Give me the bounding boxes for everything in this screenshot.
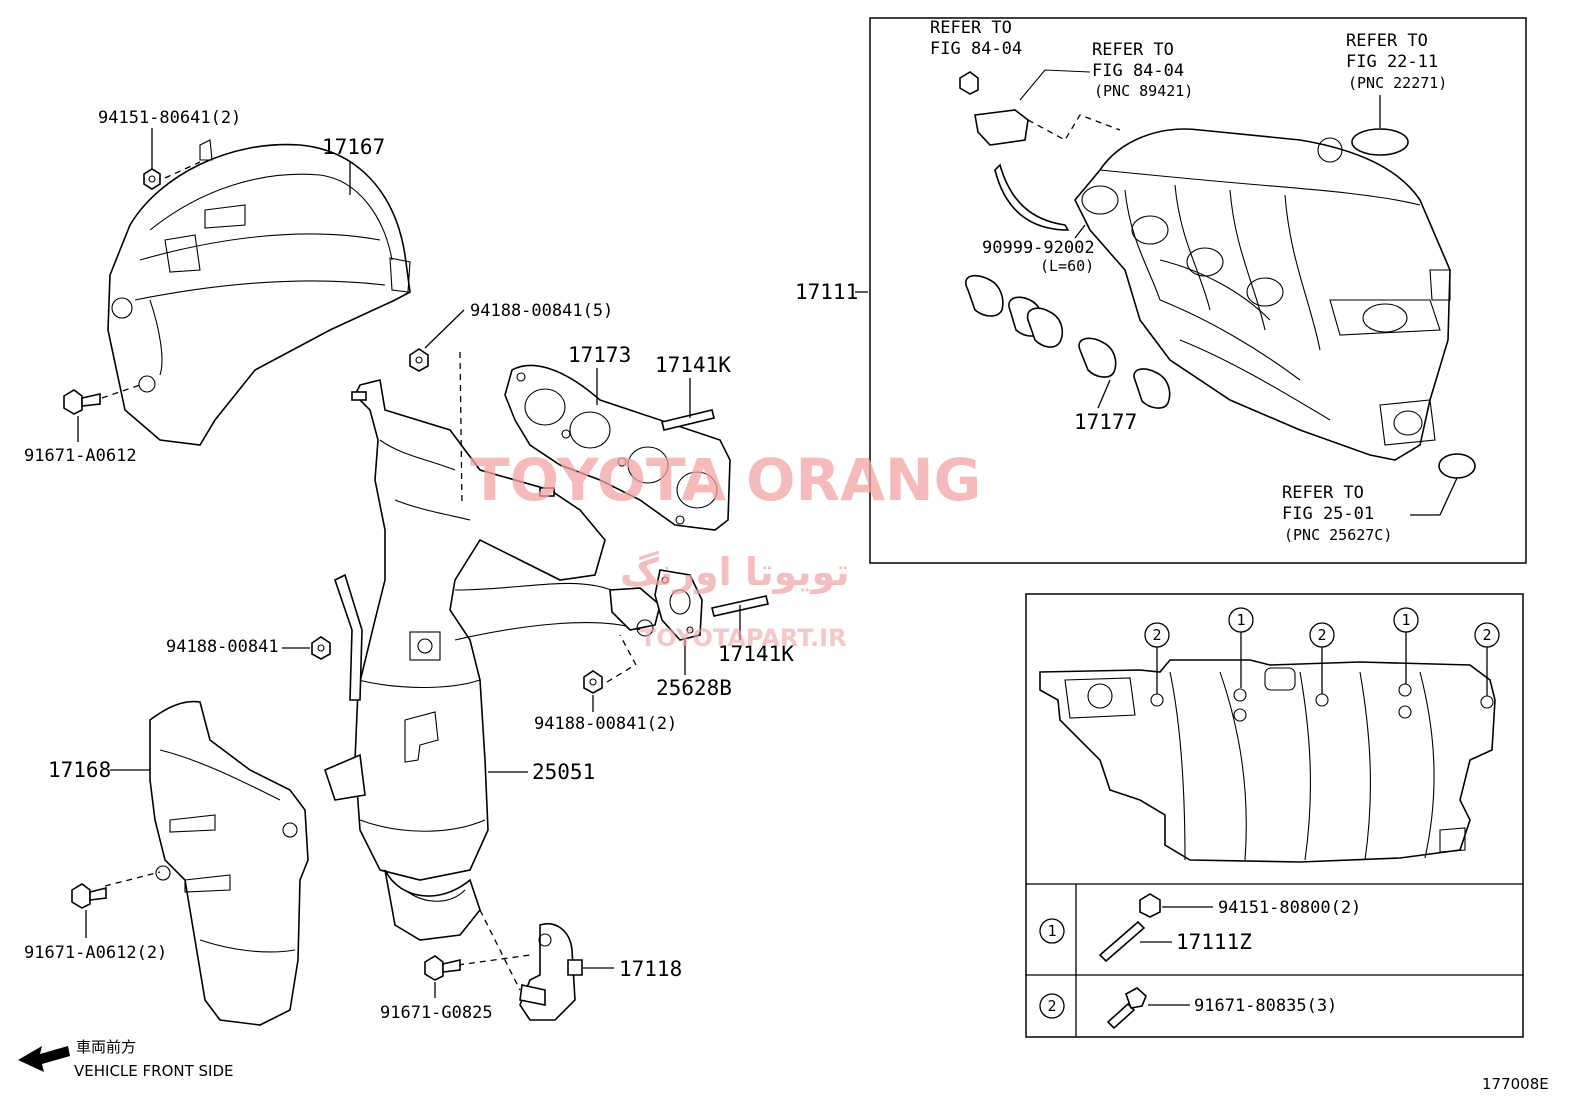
label-94151-80800: 94151-80800(2) <box>1218 898 1361 918</box>
legend-marker-1 <box>1039 918 1065 944</box>
label-17111: 17111 <box>795 280 858 304</box>
callout-number: 2 <box>1152 626 1161 644</box>
figure-id: 177008E <box>1482 1075 1549 1093</box>
intake-manifold-side-view <box>1039 659 1496 863</box>
callout-number: 2 <box>1317 626 1326 644</box>
label-17177: 17177 <box>1074 410 1137 434</box>
label-94151-80641: 94151-80641(2) <box>98 108 241 128</box>
ref4-line1: REFER TO <box>1282 483 1364 503</box>
label-17168: 17168 <box>48 758 111 782</box>
ref2-pnc: (PNC 89421) <box>1094 82 1193 100</box>
label-91671-A0612-2: 91671-A0612(2) <box>24 943 167 963</box>
label-91671-G0825: 91671-G0825 <box>380 1003 493 1023</box>
nut-94188-00841-5 <box>409 348 429 372</box>
legend-marker-2-text: 2 <box>1047 997 1056 1015</box>
intake-gasket-17177 <box>965 274 1171 409</box>
direction-en: VEHICLE FRONT SIDE <box>74 1062 234 1080</box>
callout-number: 2 <box>1482 626 1491 644</box>
nut-94151-80800 <box>1139 893 1161 918</box>
callout-group: 2 1 2 1 2 <box>1144 607 1500 696</box>
label-17141K-upper: 17141K <box>655 353 731 377</box>
legend-frame <box>1025 593 1524 1038</box>
ref3-line2: FIG 22-11 <box>1346 52 1438 72</box>
watermark-main: TOYOTA ORANG <box>470 446 981 514</box>
callout-circle <box>1393 607 1419 633</box>
label-17118: 17118 <box>619 957 682 981</box>
callout-circle <box>1228 607 1254 633</box>
label-25051: 25051 <box>532 760 595 784</box>
o-ring-22271 <box>1351 128 1409 156</box>
callout-circle <box>1144 622 1170 648</box>
ref4-pnc: (PNC 25627C) <box>1284 526 1392 544</box>
bolt-91671-A0612 <box>63 389 101 415</box>
watermark-persian: تویوتا اورنگ <box>620 550 850 595</box>
front-arrow-icon <box>18 1046 70 1072</box>
callout-circle <box>1474 622 1500 648</box>
direction-jp: 車両前方 <box>76 1038 136 1056</box>
label-17111Z: 17111Z <box>1176 930 1252 954</box>
bracket-17118 <box>519 923 583 1021</box>
label-90999-92002: 90999-92002 <box>982 238 1095 258</box>
label-17141K-lower: 17141K <box>718 642 794 666</box>
label-hose-length: (L=60) <box>1040 257 1094 275</box>
intake-manifold <box>1074 128 1451 461</box>
exhaust-manifold-gasket <box>504 364 731 531</box>
label-94188-00841-2: 94188-00841(2) <box>534 714 677 734</box>
ref3-line1: REFER TO <box>1346 31 1428 51</box>
hose-90999-92002 <box>994 163 1070 231</box>
ref2-line2: FIG 84-04 <box>1092 61 1184 81</box>
ref2-line1: REFER TO <box>1092 40 1174 60</box>
callout-number: 1 <box>1401 611 1410 629</box>
intake-manifold-frame <box>869 17 1527 564</box>
label-17167: 17167 <box>322 135 385 159</box>
heat-insulator-lower <box>149 700 309 1026</box>
label-94188-00841: 94188-00841 <box>166 637 279 657</box>
legend-marker-1-text: 1 <box>1047 922 1056 940</box>
watermark-site: TOYOTAPART.IR <box>640 624 847 652</box>
nut-94188-00841-2 <box>583 670 603 694</box>
stud-17111Z <box>1098 920 1146 963</box>
ref4-line2: FIG 25-01 <box>1282 504 1374 524</box>
vacuum-sensor <box>959 69 1091 146</box>
ref1-line1: REFER TO <box>930 18 1012 38</box>
label-91671-A0612: 91671-A0612 <box>24 446 137 466</box>
bolt-91671-G0825 <box>424 955 461 981</box>
o-ring-25627C <box>1438 453 1476 479</box>
exhaust-manifold-converter <box>324 379 661 941</box>
gasket-25628B <box>654 569 703 641</box>
stud-17141K-upper <box>661 409 715 431</box>
callout-circle <box>1309 622 1335 648</box>
ref1-line2: FIG 84-04 <box>930 39 1022 59</box>
label-94188-00841-5: 94188-00841(5) <box>470 301 613 321</box>
bolt-91671-80835 <box>1106 987 1147 1030</box>
legend-marker-2 <box>1039 993 1065 1019</box>
nut-94151-80641 <box>143 168 161 190</box>
bolt-91671-A0612-2 <box>71 883 107 909</box>
heat-insulator-upper <box>107 139 411 446</box>
label-17173: 17173 <box>568 343 631 367</box>
ref3-pnc: (PNC 22271) <box>1348 74 1447 92</box>
label-91671-80835: 91671-80835(3) <box>1194 996 1337 1016</box>
callout-number: 1 <box>1236 611 1245 629</box>
label-25628B: 25628B <box>656 676 732 700</box>
nut-94188-00841 <box>311 636 331 660</box>
